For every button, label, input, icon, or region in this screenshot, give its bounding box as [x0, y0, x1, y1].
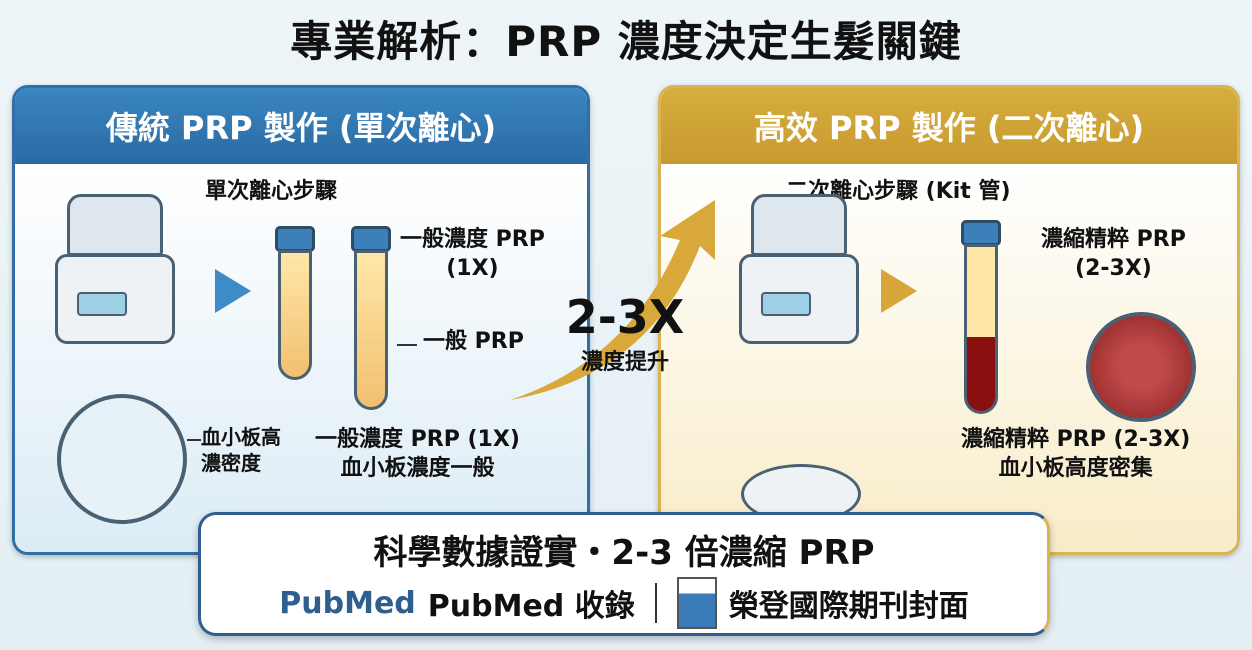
- multiplier-caption: 濃度提升: [580, 350, 669, 375]
- centrifuge-icon: [739, 194, 859, 344]
- traditional-prp-panel: 傳統 PRP 製作 (單次離心) 單次離心步驟 一般濃度 PRP (1X) 一般…: [12, 85, 590, 555]
- panel-header: 傳統 PRP 製作 (單次離心): [15, 88, 587, 164]
- tube-label-mid: 一般 PRP: [423, 329, 524, 354]
- petri-dish-icon: [57, 394, 187, 524]
- evidence-headline: 科學數據證實・2-3 倍濃縮 PRP: [373, 533, 875, 573]
- arrow-right-icon: [215, 269, 251, 313]
- tube-label-top: 一般濃度 PRP (1X): [400, 227, 545, 281]
- centrifuge-icon: [55, 194, 175, 344]
- tube-cap-icon: [961, 220, 1001, 246]
- caption: 一般濃度 PRP (1X) 血小板濃度一般: [315, 427, 520, 481]
- page-title: 專業解析：PRP 濃度決定生髮關鍵: [290, 17, 962, 66]
- evidence-box: 科學數據證實・2-3 倍濃縮 PRP PubMed PubMed 收錄 榮登國際…: [198, 512, 1050, 636]
- arrow-right-icon: [881, 269, 917, 313]
- growth-arrow-icon: [510, 200, 730, 400]
- journal-cover-icon: [676, 577, 717, 629]
- panel-header: 高效 PRP 製作 (二次離心): [661, 88, 1237, 164]
- step-label: 單次離心步驟: [205, 179, 338, 204]
- caption: 濃縮精粹 PRP (2-3X) 血小板高度密集: [961, 427, 1191, 481]
- tube-cap-icon: [275, 226, 315, 252]
- multiplier: 2-3X: [565, 290, 685, 344]
- pubmed-logo: PubMed: [279, 585, 416, 621]
- journal-text: 榮登國際期刊封面: [728, 589, 969, 624]
- concentrated-tube-icon: [964, 244, 998, 414]
- concentration-increase-label: 2-3X 濃度提升: [560, 290, 690, 376]
- platelet-magnifier-icon: [1086, 312, 1196, 422]
- high-efficiency-prp-panel: 高效 PRP 製作 (二次離心) 二次離心步驟 (Kit 管) 濃縮精粹 PRP…: [658, 85, 1240, 555]
- tube-cap-icon: [351, 226, 391, 252]
- tube-icon: [354, 250, 388, 410]
- dish-label: 血小板高 濃密度: [201, 425, 281, 475]
- tube-icon: [278, 250, 312, 380]
- divider: [654, 583, 657, 623]
- tube-label-top: 濃縮精粹 PRP (2-3X): [1041, 227, 1186, 281]
- pubmed-text: PubMed 收錄: [427, 589, 635, 624]
